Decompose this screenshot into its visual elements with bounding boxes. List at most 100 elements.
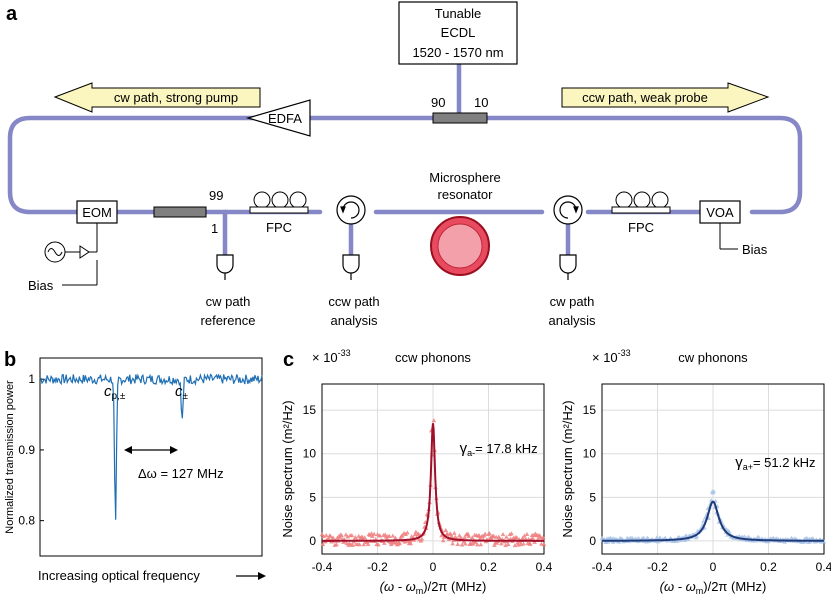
edfa-label: EDFA	[268, 111, 302, 126]
c-left-data-point	[397, 541, 402, 546]
c-left-data-point	[376, 542, 381, 547]
det1-label-1: cw path	[206, 294, 251, 309]
c-right-xtick-label-3: 0.2	[760, 560, 777, 574]
c-left-data-point	[450, 541, 455, 546]
c-left-data-point	[323, 532, 329, 538]
det3-label-2: analysis	[549, 313, 596, 328]
c-left-data-point	[512, 542, 518, 548]
c-left-data-point	[524, 531, 530, 536]
c-right-exponent-power: -33	[618, 348, 631, 358]
c-left-data-point	[390, 533, 396, 538]
c-left-data-point	[520, 535, 525, 540]
c-left-fit-line	[322, 423, 544, 542]
c-left-data-point	[439, 533, 444, 538]
laser-label-3: 1520 - 1570 nm	[412, 45, 503, 60]
edfa-amplifier: EDFA	[245, 99, 311, 137]
annotation-cp: cp,±	[104, 383, 126, 402]
det1-label-2: reference	[201, 313, 256, 328]
c-left-data-point	[541, 542, 547, 547]
c-left-data-point	[499, 541, 504, 546]
c-right-gamma-symbol: γ	[735, 454, 743, 471]
coupler-top-right-label: 10	[474, 95, 488, 110]
c-right-gamma-label: γa+= 51.2 kHz	[735, 454, 815, 472]
c-left-data-point	[349, 532, 355, 538]
c-left-data-point	[469, 535, 475, 540]
c-left-data-point	[449, 534, 455, 539]
signal-generator-icon	[44, 223, 98, 286]
c-left-data-point	[500, 532, 506, 537]
c-left-gamma-label: γa-= 17.8 kHz	[460, 440, 538, 458]
c-left-data-point	[339, 533, 344, 538]
det3-label-1: cw path	[550, 294, 595, 309]
det2-label-1: ccw path	[328, 294, 379, 309]
c-right-title: cw phonons	[678, 350, 748, 365]
c-left-data-point	[418, 538, 424, 543]
c-left-xtick-label-4: 0.4	[536, 560, 553, 574]
top-coupler	[432, 112, 488, 124]
c-right-xlabel-a: (ω - ω	[660, 579, 696, 594]
c-right-xlabel: (ω - ωm)/2π (MHz)	[660, 579, 767, 596]
c-left-data-point	[514, 535, 519, 540]
c-left-data-point	[457, 533, 462, 538]
c-left-xlabel-a: (ω - ω	[380, 579, 416, 594]
c-left-frame	[321, 383, 545, 555]
c-left-xtick-label-2: 0	[430, 560, 437, 574]
panel-b-xlabel: Increasing optical frequency	[38, 568, 266, 583]
c-right-xtick-label-1: -0.2	[647, 560, 668, 574]
arrow-ccw-label: ccw path, weak probe	[582, 90, 708, 105]
c-left-data-point	[369, 531, 374, 536]
coupler-bottom-out-label: 99	[209, 188, 223, 203]
c-right-fit-line	[602, 500, 824, 542]
annotation-c: c±	[175, 383, 189, 402]
c-left-data-point	[328, 533, 333, 538]
c-left-data-point	[365, 541, 371, 547]
panel-b-ylabel: Normalized transmission power	[4, 380, 16, 534]
c-left-data-point	[509, 531, 514, 536]
c-right-xtick-label-2: 0	[710, 560, 717, 574]
c-right-data-point	[685, 536, 691, 542]
c-left-gamma-val: = 17.8 kHz	[475, 441, 538, 456]
b-ytick-label-0: 0.8	[18, 514, 35, 528]
c-left-data-point	[405, 530, 410, 535]
c-right-xlabel-sub: m	[696, 586, 704, 596]
c-left-data-point	[476, 532, 482, 538]
c-right-ytick-label-0: 0	[589, 534, 596, 548]
c-right-gamma-sub: a+	[743, 462, 753, 472]
c-left-data-point	[413, 529, 419, 534]
c-left-data-point	[321, 533, 327, 539]
c-left-data-point	[440, 538, 446, 543]
c-right-gamma-val: = 51.2 kHz	[753, 455, 816, 470]
c-left-data-point	[473, 539, 478, 545]
laser-label-2: ECDL	[441, 25, 476, 40]
voa-label: VOA	[706, 205, 734, 220]
circulator-left-icon	[336, 195, 366, 225]
c-left-data-point	[521, 541, 526, 546]
c-right-ytick-label-1: 5	[589, 490, 596, 504]
c-left-data-point	[462, 535, 467, 540]
c-left-data-point	[504, 534, 509, 539]
c-left-xtick-label-3: 0.2	[480, 560, 497, 574]
resonator-label-1: Microsphere	[429, 170, 501, 185]
c-left-xlabel-sub: m	[416, 586, 424, 596]
c-left-title: ccw phonons	[395, 350, 471, 365]
c-left-exponent: × 10-33	[312, 348, 351, 365]
c-right-data-point	[656, 539, 661, 544]
b-ytick-label-2: 1	[28, 372, 35, 386]
c-left-data-point	[535, 536, 541, 541]
c-left-xlabel-tail: )/2π (MHz)	[423, 579, 486, 594]
b-ytick-label-1: 0.9	[18, 443, 35, 457]
c-right-ytick-label-3: 15	[583, 403, 597, 417]
panel-b-axes	[39, 357, 263, 557]
bias-right-label: Bias	[742, 242, 768, 257]
c-left-data-point	[452, 530, 457, 535]
panel-a-letter: a	[6, 3, 18, 25]
c-left-data-point	[399, 533, 405, 538]
detector-icons	[216, 254, 577, 280]
delta-arrow	[124, 446, 178, 454]
c-left-data-point	[482, 531, 488, 536]
microsphere-resonator	[430, 216, 490, 276]
eom-box: EOM	[76, 200, 118, 224]
